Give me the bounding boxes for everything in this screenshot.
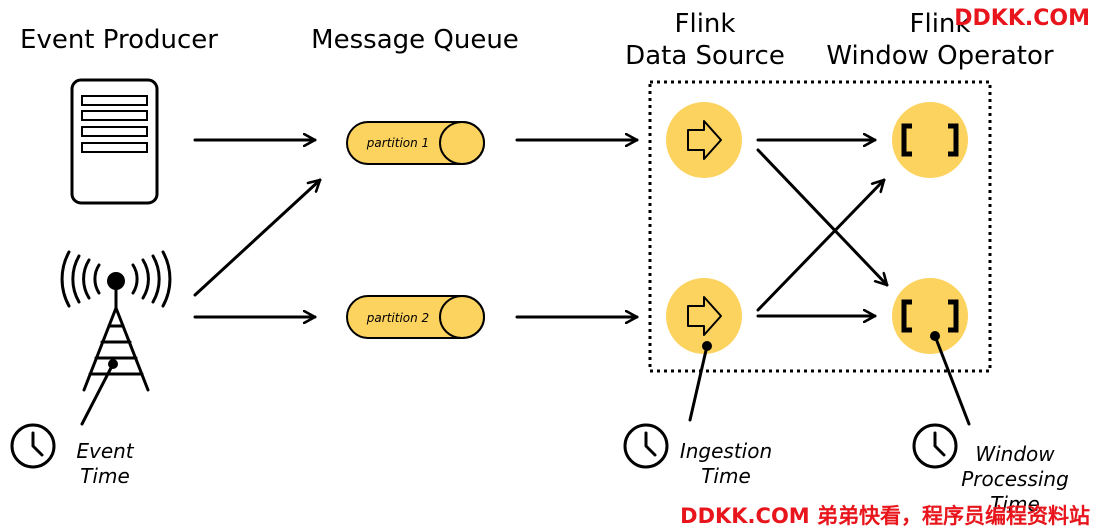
clock-icon [10, 423, 56, 469]
event-time-label-line2: Time [80, 464, 130, 488]
flink-window-node-1 [892, 102, 968, 178]
bracket-icon [901, 299, 912, 333]
title-flink-source-line1: Flink [675, 9, 736, 39]
flink-source-node-2 [666, 278, 742, 354]
title-message-queue: Message Queue [311, 25, 519, 55]
partition-2-label: partition 2 [366, 311, 429, 325]
window-time-label-line1: Window [975, 442, 1055, 466]
clock-icon [623, 423, 669, 469]
pointer-window-time [933, 334, 971, 426]
bracket-icon [901, 123, 912, 157]
ingestion-time-label-line2: Time [701, 464, 751, 488]
window-time-label-line2: Processing [961, 467, 1069, 491]
watermark-top: DDKK.COM [954, 6, 1090, 31]
ingestion-time-label-line1: Ingestion [680, 439, 772, 463]
partition-2: partition 2 [346, 295, 485, 339]
window-time-label-line3: Time [990, 492, 1040, 516]
right-arrow-icon [687, 120, 722, 160]
event-time-label-line1: Event [76, 439, 134, 463]
right-arrow-icon [687, 296, 722, 336]
arrow-source1-to-window2 [756, 148, 889, 287]
partition-1-label: partition 1 [366, 136, 429, 150]
title-event-producer: Event Producer [20, 25, 218, 55]
arrow-source2-to-window1 [756, 178, 886, 312]
server-icon [70, 78, 159, 205]
partition-1: partition 1 [346, 121, 485, 165]
title-flink-source-line2: Data Source [625, 41, 785, 71]
clock-icon [912, 423, 958, 469]
title-flink-window-line1: Flink [910, 9, 971, 39]
arrow-antenna-to-partition1 [193, 178, 322, 297]
flink-boundary [648, 80, 992, 373]
antenna-tower-icon [60, 250, 172, 426]
pointer-ingestion-time [688, 344, 709, 422]
flink-source-node-1 [666, 102, 742, 178]
flink-window-node-2 [892, 278, 968, 354]
title-flink-window-line2: Window Operator [826, 41, 1053, 71]
watermark-bottom: DDKK.COM 弟弟快看，程序员编程资料站 [680, 504, 1090, 527]
